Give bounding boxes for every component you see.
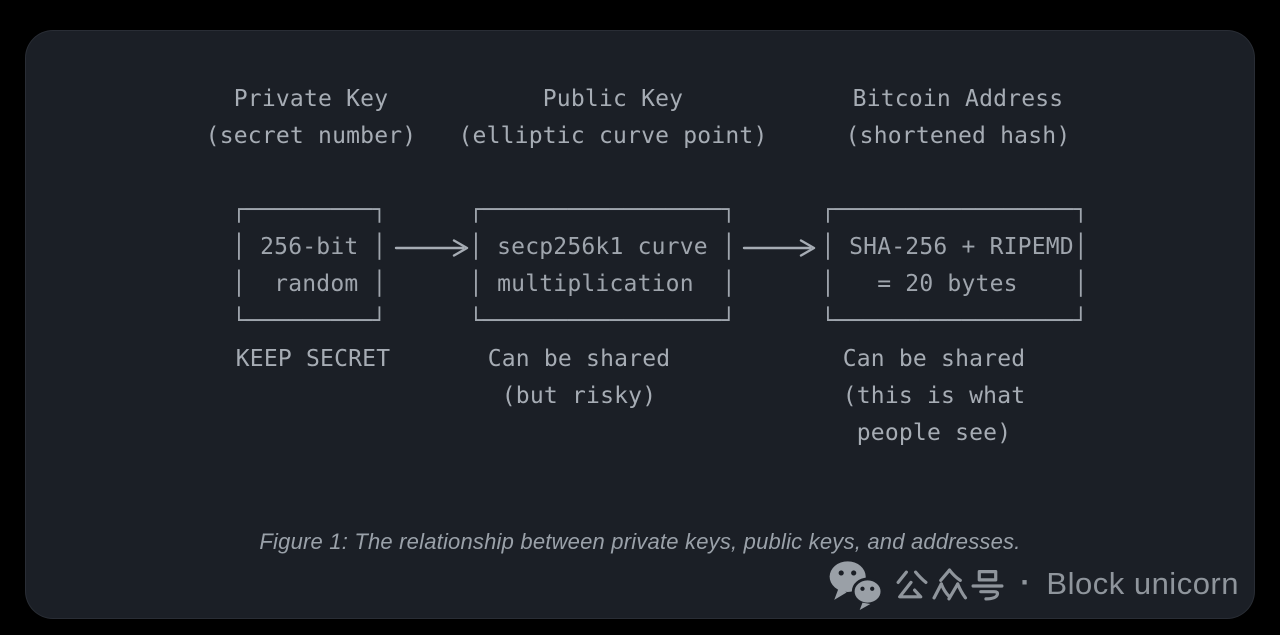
infographic-card: Private Key (secret number) Public Key (… xyxy=(25,30,1255,619)
watermark: · Block unicorn xyxy=(828,559,1239,611)
private-key-box: ┌─────────┐ │ 256-bit │ │ random │ └────… xyxy=(232,197,387,334)
bitcoin-address-note: Can be shared (this is what people see) xyxy=(842,346,1026,446)
wechat-official-account-label xyxy=(893,567,1006,604)
bitcoin-address-header: Bitcoin Address (shortened hash) xyxy=(845,86,1071,149)
public-key-header: Public Key (elliptic curve point) xyxy=(458,86,768,149)
watermark-brand: Block unicorn xyxy=(1046,566,1239,601)
cjk-char-hao-icon xyxy=(971,569,1004,600)
arrow-right-icon xyxy=(742,239,816,257)
public-key-note: Can be shared (but risky) xyxy=(487,346,671,409)
cjk-char-zhong-icon xyxy=(932,567,968,600)
private-key-header: Private Key (secret number) xyxy=(205,86,417,149)
figure-caption: Figure 1: The relationship between priva… xyxy=(259,529,1021,554)
wechat-icon xyxy=(830,561,884,610)
cjk-char-gong-icon xyxy=(896,570,928,598)
public-key-box: ┌─────────────────┐ │ secp256k1 curve │ … xyxy=(469,197,736,334)
arrow-right-icon xyxy=(394,239,469,257)
bitcoin-address-box: ┌─────────────────┐ │ SHA-256 + RIPEMD│ … xyxy=(821,197,1088,334)
watermark-separator: · xyxy=(1020,566,1031,599)
private-key-note: KEEP SECRET xyxy=(235,346,391,372)
